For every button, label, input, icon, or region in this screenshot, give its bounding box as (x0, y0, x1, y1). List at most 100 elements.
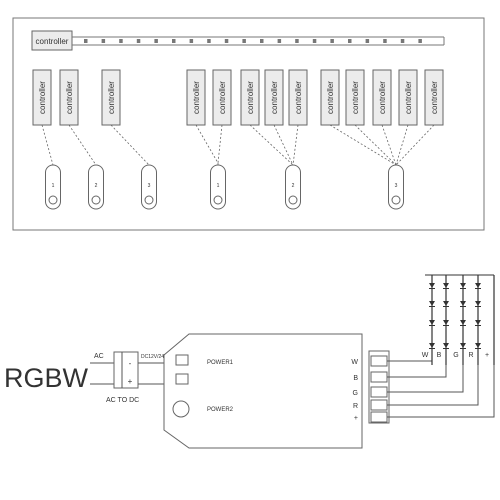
adapter-output-label: DC12V/24V (141, 354, 168, 360)
terminal-label: + (354, 415, 358, 422)
terminal-label: G (353, 390, 358, 397)
rgbw-controller-box (163, 333, 363, 449)
led-diode-icon (460, 343, 466, 348)
led-diode-icon (429, 320, 435, 325)
controller-label: controller (38, 81, 47, 114)
link-line (195, 124, 219, 164)
led-diode-icon (460, 283, 466, 288)
remote-number: 1 (52, 183, 55, 189)
remote-button-icon (391, 195, 401, 205)
link-line (381, 124, 397, 166)
power1-port (175, 354, 189, 366)
strip-led (224, 39, 229, 43)
adapter-minus: - (129, 359, 132, 368)
led-diode-icon (475, 320, 481, 325)
link-line (68, 124, 97, 166)
strip-label: G (453, 352, 458, 359)
power2-label: POWER2 (207, 407, 234, 413)
strip-led (312, 39, 317, 43)
remote-group: controller 1 (32, 69, 61, 210)
link-line (41, 124, 54, 166)
led-diode-icon (475, 343, 481, 348)
remote-number: 2 (292, 183, 295, 189)
strip-led (242, 39, 246, 43)
power1-port-2 (175, 373, 189, 385)
link-line (110, 124, 150, 166)
strip-label: + (485, 352, 489, 359)
remote-group: controller controller 1 (186, 69, 232, 210)
terminal-screw (370, 411, 388, 423)
output-wires (387, 360, 495, 418)
controller-label: controller (192, 81, 201, 114)
remote-button-icon (144, 195, 154, 205)
remote-group: controller 3 (101, 69, 157, 210)
remote-number: 2 (95, 183, 98, 189)
led-diode-icon (429, 301, 435, 306)
strip-controller-label: controller (36, 37, 69, 46)
link-line (395, 124, 409, 166)
link-line (292, 124, 299, 166)
led-diode-icon (443, 343, 449, 348)
terminal-screw (370, 355, 388, 367)
controller-label: controller (246, 81, 255, 114)
led-diode-icon (475, 283, 481, 288)
controller-label: controller (218, 81, 227, 114)
link-line (395, 124, 435, 166)
remote-button-icon (48, 195, 58, 205)
controller-label: controller (107, 81, 116, 114)
led-diode-icon (460, 301, 466, 306)
remote-button-icon (288, 195, 298, 205)
led-diode-icon (429, 343, 435, 348)
led-strip (72, 36, 445, 46)
terminal-label: W (351, 359, 358, 366)
terminal-screw (370, 386, 388, 398)
led-diode-icon (443, 283, 449, 288)
power2-port (172, 400, 190, 418)
controller-label: controller (294, 81, 303, 114)
link-line (329, 124, 397, 166)
link-line (273, 124, 294, 166)
adapter-plus: + (128, 377, 133, 386)
strip-led (119, 39, 123, 43)
strip-led (348, 39, 352, 43)
link-line (249, 124, 294, 166)
strip-led (189, 39, 194, 43)
strip-led (154, 39, 158, 43)
link-line (354, 124, 397, 166)
strip-led (136, 39, 141, 43)
output-wire (387, 365, 447, 378)
output-wire (387, 365, 495, 418)
output-wire (387, 360, 433, 365)
strip-led (277, 39, 282, 43)
strip-led (84, 39, 88, 43)
ac-input-wires (90, 362, 114, 385)
strip-led (418, 39, 422, 43)
ac-label: AC (94, 353, 104, 360)
output-wire (387, 365, 479, 406)
led-diode-icon (443, 320, 449, 325)
remote-number: 1 (217, 183, 220, 189)
strip-led (260, 39, 264, 43)
controller-label: controller (404, 81, 413, 114)
controller-label: controller (430, 81, 439, 114)
strip-led (400, 39, 405, 43)
adapter-label: AC TO DC (106, 397, 139, 404)
terminal-label: B (353, 375, 358, 382)
strip-led (365, 39, 370, 43)
controller-label: controller (326, 81, 335, 114)
led-diode-icon (460, 320, 466, 325)
led-diode-icon (475, 301, 481, 306)
remote-number: 3 (148, 183, 151, 189)
led-diode-icon (429, 283, 435, 288)
strip-led (330, 39, 334, 43)
output-wire (387, 365, 464, 393)
dc-output-wires (138, 362, 164, 385)
remote-number: 3 (395, 183, 398, 189)
terminal-screw (370, 371, 388, 383)
strip-label: R (468, 352, 473, 359)
terminal-label: R (353, 403, 358, 410)
